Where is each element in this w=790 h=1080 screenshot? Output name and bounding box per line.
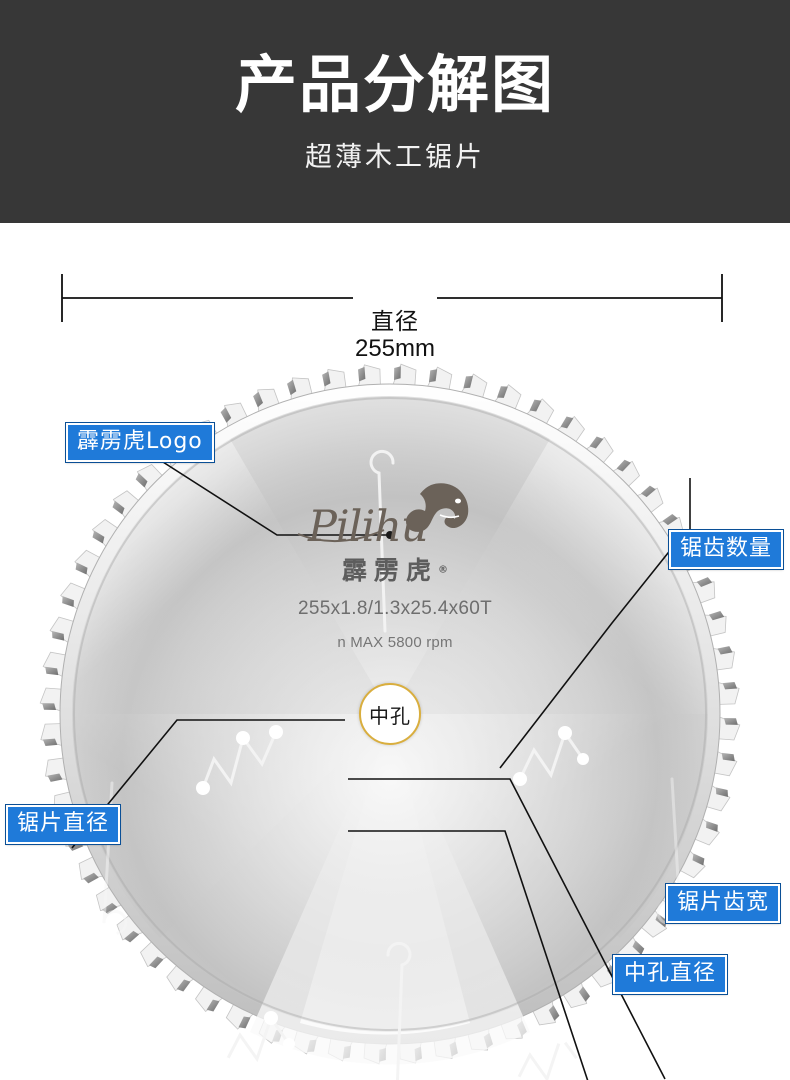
callout-teeth-count[interactable]: 锯齿数量 bbox=[667, 528, 785, 571]
callout-bore-diameter[interactable]: 中孔直径 bbox=[611, 953, 729, 996]
header-banner: 产品分解图 超薄木工锯片 bbox=[0, 0, 790, 223]
saw-blade-svg bbox=[39, 363, 741, 1080]
diameter-label: 直径 bbox=[371, 308, 419, 334]
diameter-value: 255mm bbox=[354, 335, 436, 362]
center-bore-label: 中孔 bbox=[369, 703, 411, 728]
diameter-dimension-line bbox=[61, 274, 723, 322]
expansion-slots bbox=[102, 450, 682, 1080]
saw-blade-illustration: Pilihu 霹雳虎® 255x1.8/1.3x25.4x60T n MAX 5… bbox=[0, 223, 790, 1080]
page-subtitle: 超薄木工锯片 bbox=[305, 141, 485, 172]
callout-logo[interactable]: 霹雳虎Logo bbox=[65, 421, 215, 464]
center-bore: 中孔 bbox=[359, 683, 421, 745]
callout-blade-diameter[interactable]: 锯片直径 bbox=[4, 803, 122, 846]
logo-anchor-dot bbox=[386, 531, 394, 539]
callout-tooth-width[interactable]: 锯片齿宽 bbox=[664, 882, 782, 925]
page-title: 产品分解图 bbox=[234, 51, 555, 121]
